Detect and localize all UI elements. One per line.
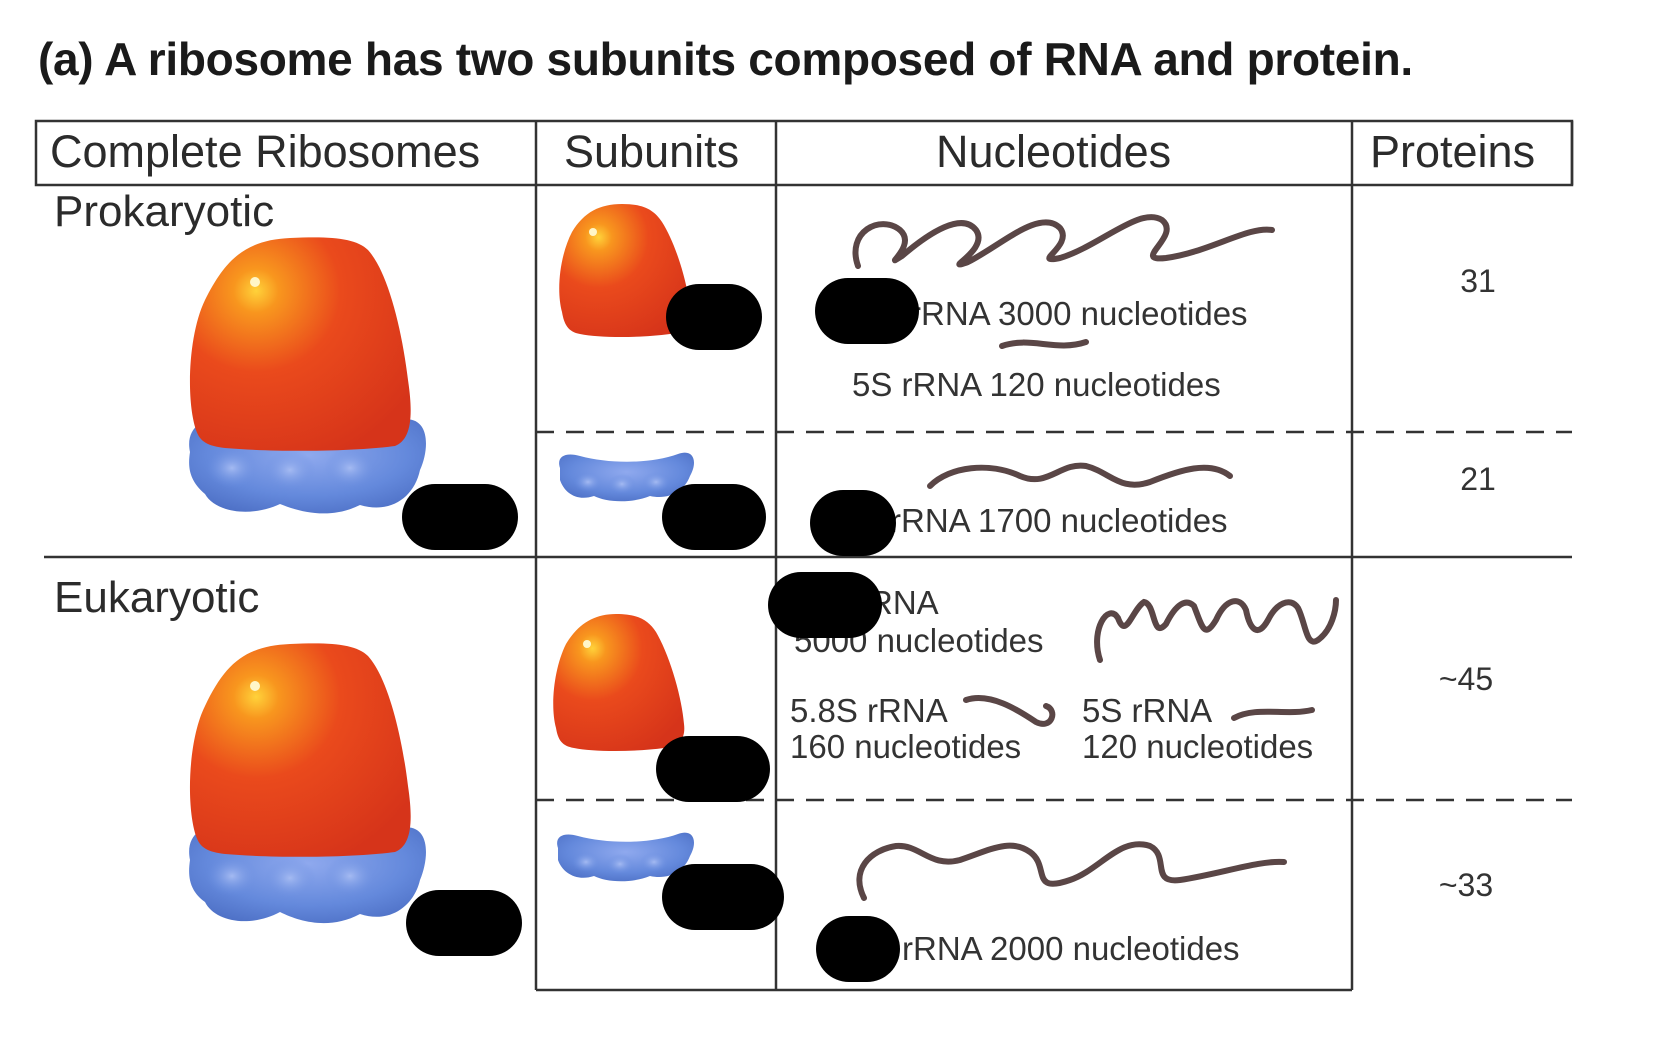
prok-5s-rrna-strand	[999, 339, 1089, 349]
redaction-euk-large-rrna	[768, 572, 882, 638]
redaction-marks	[402, 278, 919, 982]
euk-5-8s-rrna-strand	[963, 695, 1056, 727]
large-subunit-shape	[189, 237, 411, 451]
header-complete-ribosomes: Complete Ribosomes	[50, 126, 480, 177]
euk-5s-label-1: 5S rRNA	[1082, 692, 1212, 729]
prokaryotic-complete-ribosome	[189, 237, 426, 514]
eukaryotic-large-subunit-shape	[553, 614, 685, 751]
euk-small-rrna-label: rRNA 2000 nucleotides	[902, 930, 1240, 967]
euk-28s-rrna-strand	[1094, 597, 1339, 663]
prok-small-rrna-label: rRNA 1700 nucleotides	[890, 502, 1228, 539]
euk-large-protein-count: ~45	[1439, 661, 1493, 697]
row-label-prokaryotic: Prokaryotic	[54, 187, 274, 236]
redaction-prok-small-rrna	[810, 490, 896, 556]
header-nucleotides: Nucleotides	[936, 126, 1171, 177]
redaction-prok-large-sub	[666, 284, 762, 350]
prok-23s-rrna-strand	[852, 214, 1275, 269]
table-grid	[34, 119, 1574, 992]
euk-5s-rrna-strand	[1231, 707, 1315, 721]
euk-5s-label-2: 120 nucleotides	[1082, 728, 1313, 765]
redaction-prok-complete	[402, 484, 518, 550]
header-subunits: Subunits	[564, 126, 739, 177]
redaction-euk-large-sub	[656, 736, 770, 802]
figure-title: (a) A ribosome has two subunits composed…	[38, 33, 1413, 85]
redaction-euk-complete	[406, 890, 522, 956]
prok-large-protein-count: 31	[1460, 263, 1496, 299]
header-proteins: Proteins	[1370, 126, 1535, 177]
prok-16s-rrna-strand	[927, 462, 1233, 489]
prokaryotic-large-subunit-shape	[559, 204, 691, 337]
prok-large-rrna-label: rRNA 3000 nucleotides	[910, 295, 1248, 332]
rna-strands	[852, 214, 1339, 901]
redaction-euk-small-sub	[662, 864, 784, 930]
prokaryotic-small-subunit-shape	[559, 452, 694, 502]
prok-5s-rrna-label: 5S rRNA 120 nucleotides	[852, 366, 1221, 403]
redaction-euk-small-rrna	[816, 916, 900, 982]
eukaryotic-small-subunit-shape	[557, 832, 694, 882]
prok-small-protein-count: 21	[1460, 461, 1496, 497]
row-label-eukaryotic: Eukaryotic	[54, 573, 259, 622]
euk-small-protein-count: ~33	[1439, 867, 1493, 903]
eukaryotic-complete-ribosome	[189, 643, 426, 924]
redaction-prok-large-rrna	[815, 278, 919, 344]
euk-5-8s-label-2: 160 nucleotides	[790, 728, 1021, 765]
large-subunit-shape	[189, 643, 411, 857]
euk-5-8s-label-1: 5.8S rRNA	[790, 692, 948, 729]
euk-18s-rrna-strand	[856, 841, 1287, 901]
redaction-prok-small-sub	[662, 484, 766, 550]
